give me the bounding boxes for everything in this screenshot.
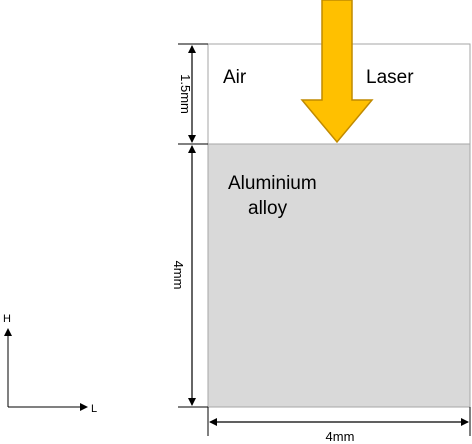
alloy-label-line1: Aluminium: [228, 173, 317, 194]
axis-h-label: H: [3, 313, 11, 325]
axis-l-label: L: [91, 403, 97, 415]
air-height-dimension: 1.5mm: [178, 43, 208, 145]
laser-label: Laser: [366, 67, 414, 88]
axes-indicator: H L: [3, 313, 97, 415]
alloy-label-line2: alloy: [248, 198, 288, 219]
air-height-label: 1.5mm: [178, 74, 193, 114]
width-dimension: 4mm: [207, 407, 471, 444]
alloy-height-dimension: 4mm: [171, 145, 208, 408]
width-label: 4mm: [326, 429, 355, 444]
laser-arrow-icon: [300, 0, 374, 144]
alloy-height-label: 4mm: [171, 261, 186, 290]
air-label: Air: [223, 67, 247, 88]
aluminium-alloy-region: [207, 143, 471, 408]
